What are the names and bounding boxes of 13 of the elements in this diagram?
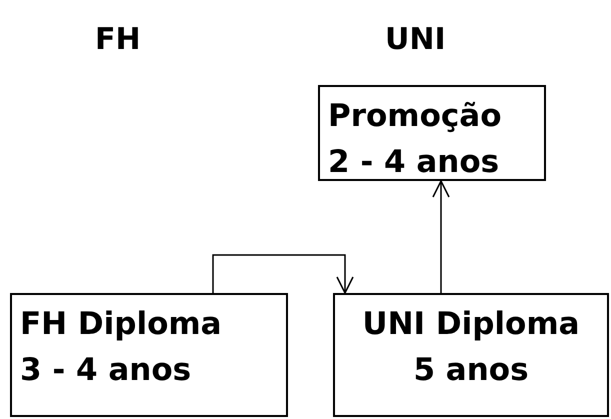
text-box [10, 293, 288, 417]
column-heading: FH [95, 22, 141, 58]
arrow [432, 180, 450, 293]
box-title: FH Diploma [20, 305, 222, 344]
duration-text: 2 - 4 anos [328, 143, 500, 182]
box-title: Promoção [328, 97, 502, 136]
duration-text: 3 - 4 anos [20, 351, 192, 390]
text-box [333, 293, 609, 417]
column-heading: UNI [385, 22, 446, 58]
text-box [318, 85, 546, 181]
arrow [212, 254, 354, 294]
duration-text: 5 anos [413, 351, 529, 390]
box-title: UNI Diploma [362, 305, 580, 344]
